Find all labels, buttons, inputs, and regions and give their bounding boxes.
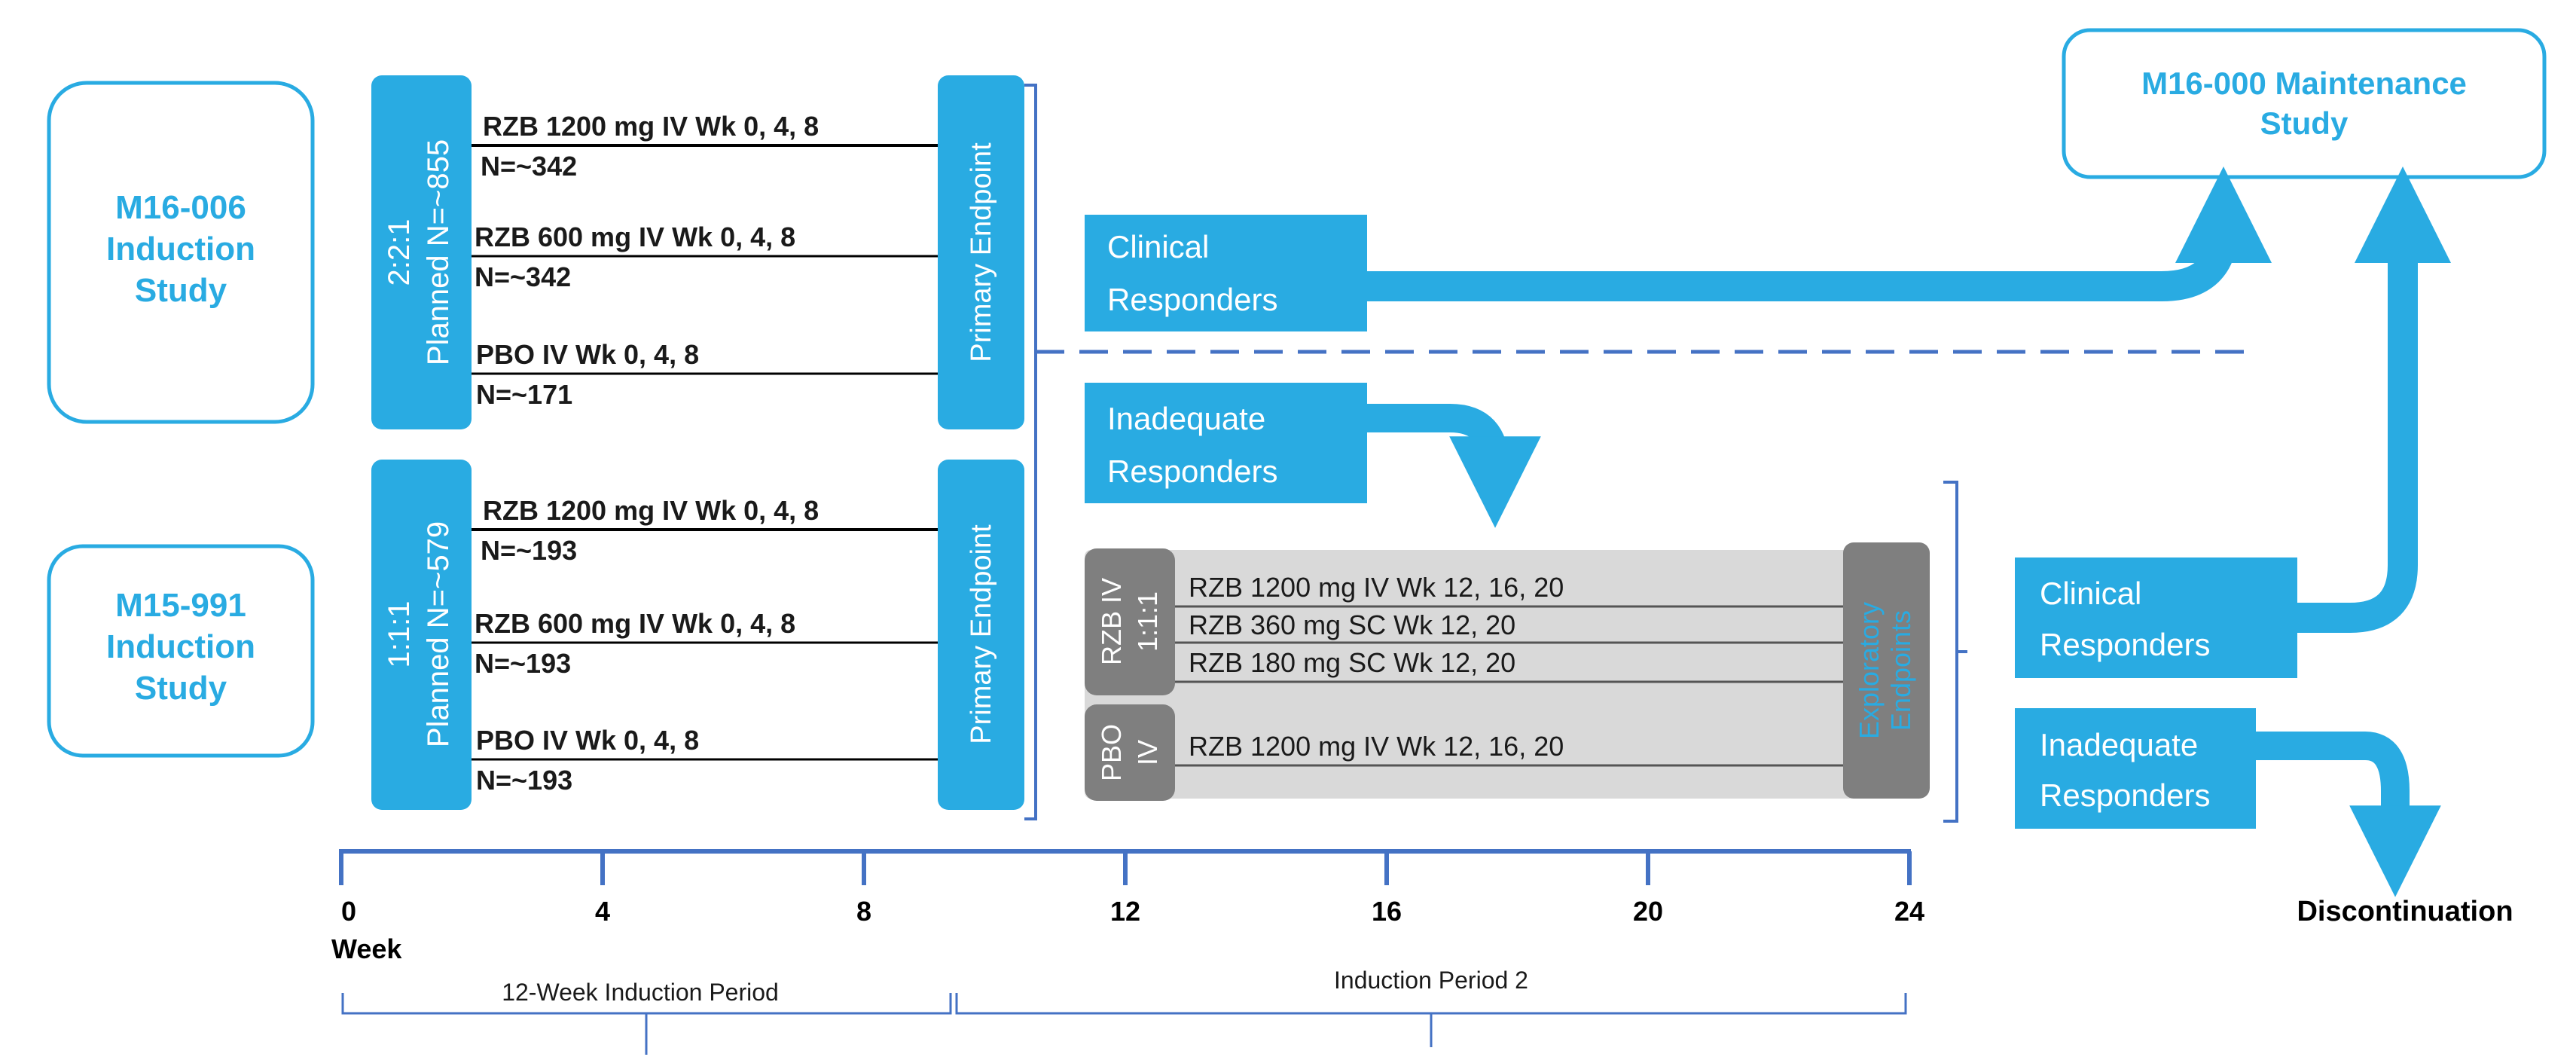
exploratory-endpoint-box xyxy=(1843,542,1930,799)
arrow-to-period2 xyxy=(1367,404,1541,528)
cohort-top-endpoint: Primary Endpoint xyxy=(966,142,997,362)
cohort-top-randomization-box xyxy=(371,75,472,429)
study-m16-006-line3: Study xyxy=(135,272,227,309)
arm-label: RZB 600 mg IV Wk 0, 4, 8 xyxy=(475,608,795,639)
period1-bracket xyxy=(341,993,952,1055)
rzb-group-line2: 1:1:1 xyxy=(1132,591,1163,652)
study-m15-991-line3: Study xyxy=(135,670,227,707)
timeline-tick-label: 24 xyxy=(1894,896,1924,927)
period1-label: 12-Week Induction Period xyxy=(502,979,779,1006)
inadequate-responders-1-line2: Responders xyxy=(1107,454,1277,489)
pbo-group-box xyxy=(1085,704,1175,801)
clinical-responders-1-line1: Clinical xyxy=(1107,229,1209,264)
study-m16-006-line1: M16-006 xyxy=(115,189,246,226)
rzb-group-line1: RZB IV xyxy=(1096,578,1127,665)
timeline-tick-label: 4 xyxy=(595,896,610,927)
p2-arm-label: RZB 180 mg SC Wk 12, 20 xyxy=(1189,647,1515,678)
arm-label: RZB 600 mg IV Wk 0, 4, 8 xyxy=(475,221,795,252)
cohort-bottom-planned: Planned N=~579 xyxy=(422,521,455,747)
rzb-group-box xyxy=(1085,548,1175,695)
period2-panel: RZB IV 1:1:1 PBO IV RZB 1200 mg IV Wk 12… xyxy=(1085,542,1930,801)
arrow-to-discontinuation xyxy=(2256,732,2441,897)
arm-n: N=~193 xyxy=(476,765,572,796)
cohort-top-planned: Planned N=~855 xyxy=(422,139,455,365)
maintenance-line1: M16-000 Maintenance xyxy=(2141,66,2467,101)
study-m15-991-line1: M15-991 xyxy=(115,587,246,624)
primary-endpoint-bracket xyxy=(1024,84,1037,820)
arm-n: N=~193 xyxy=(481,535,577,566)
cohort-top-ratio: 2:2:1 xyxy=(383,219,416,286)
pbo-group-line2: IV xyxy=(1132,740,1163,765)
cohort-bottom-ratio: 1:1:1 xyxy=(383,601,416,668)
period2-label: Induction Period 2 xyxy=(1334,967,1528,994)
study-m15-991-line2: Induction xyxy=(106,628,255,665)
clinical-responders-1-line2: Responders xyxy=(1107,282,1277,317)
study-m15-991-box: M15-991 Induction Study xyxy=(47,544,315,758)
arm-label: RZB 1200 mg IV Wk 0, 4, 8 xyxy=(483,495,819,526)
arm-n: N=~342 xyxy=(475,261,571,292)
arrow-to-maintenance-1 xyxy=(1367,166,2272,301)
period2-bracket xyxy=(1943,481,1967,823)
cohort-bottom-endpoint-box xyxy=(938,460,1024,810)
exploratory-line2: Endpoints xyxy=(1885,610,1916,731)
timeline-tick-label: 16 xyxy=(1372,896,1402,927)
maintenance-line2: Study xyxy=(2260,105,2349,141)
cohort-bottom: 1:1:1 Planned N=~579 RZB 1200 mg IV Wk 0… xyxy=(371,460,1024,810)
arm-label: PBO IV Wk 0, 4, 8 xyxy=(476,339,699,370)
inadequate-responders-2: Inadequate Responders xyxy=(2015,708,2256,829)
timeline-axis: 0 4 8 12 16 20 24 xyxy=(339,849,1924,927)
timeline-tick-label: 12 xyxy=(1110,896,1140,927)
arm-n: N=~193 xyxy=(475,648,571,679)
arrow-to-maintenance-2 xyxy=(2297,166,2452,633)
timeline-unit: Week xyxy=(331,933,402,964)
clinical-responders-1: Clinical Responders xyxy=(1085,215,1367,331)
p2-arm-label: RZB 1200 mg IV Wk 12, 16, 20 xyxy=(1189,731,1564,762)
cohort-top-endpoint-box xyxy=(938,75,1024,429)
p2-arm-label: RZB 360 mg SC Wk 12, 20 xyxy=(1189,609,1515,640)
cohort-top: 2:2:1 Planned N=~855 RZB 1200 mg IV Wk 0… xyxy=(371,75,1024,429)
clinical-responders-2: Clinical Responders xyxy=(2015,557,2297,678)
inadequate-responders-2-line1: Inadequate xyxy=(2040,727,2198,762)
cohort-bottom-endpoint: Primary Endpoint xyxy=(966,524,997,744)
study-m16-006-box: M16-006 Induction Study xyxy=(47,81,315,424)
arm-label: PBO IV Wk 0, 4, 8 xyxy=(476,725,699,756)
clinical-responders-2-line1: Clinical xyxy=(2040,576,2141,611)
exploratory-line1: Exploratory xyxy=(1854,602,1885,739)
inadequate-responders-1-line1: Inadequate xyxy=(1107,401,1265,436)
discontinuation-label: Discontinuation xyxy=(2297,896,2513,927)
arm-n: N=~171 xyxy=(476,379,572,410)
timeline-tick-label: 0 xyxy=(341,896,356,927)
arm-label: RZB 1200 mg IV Wk 0, 4, 8 xyxy=(483,111,819,142)
period2-timeline-bracket xyxy=(955,993,1907,1047)
inadequate-responders-1: Inadequate Responders xyxy=(1085,383,1367,503)
clinical-responders-2-line2: Responders xyxy=(2040,627,2210,662)
study-m16-006-line2: Induction xyxy=(106,231,255,267)
cohort-bottom-randomization-box xyxy=(371,460,472,810)
pbo-group-line1: PBO xyxy=(1096,724,1127,781)
arm-n: N=~342 xyxy=(481,151,577,182)
inadequate-responders-2-line2: Responders xyxy=(2040,777,2210,813)
timeline-tick-label: 20 xyxy=(1633,896,1663,927)
p2-arm-label: RZB 1200 mg IV Wk 12, 16, 20 xyxy=(1189,572,1564,603)
timeline-tick-label: 8 xyxy=(856,896,871,927)
maintenance-study-box: M16-000 Maintenance Study xyxy=(2062,28,2547,179)
